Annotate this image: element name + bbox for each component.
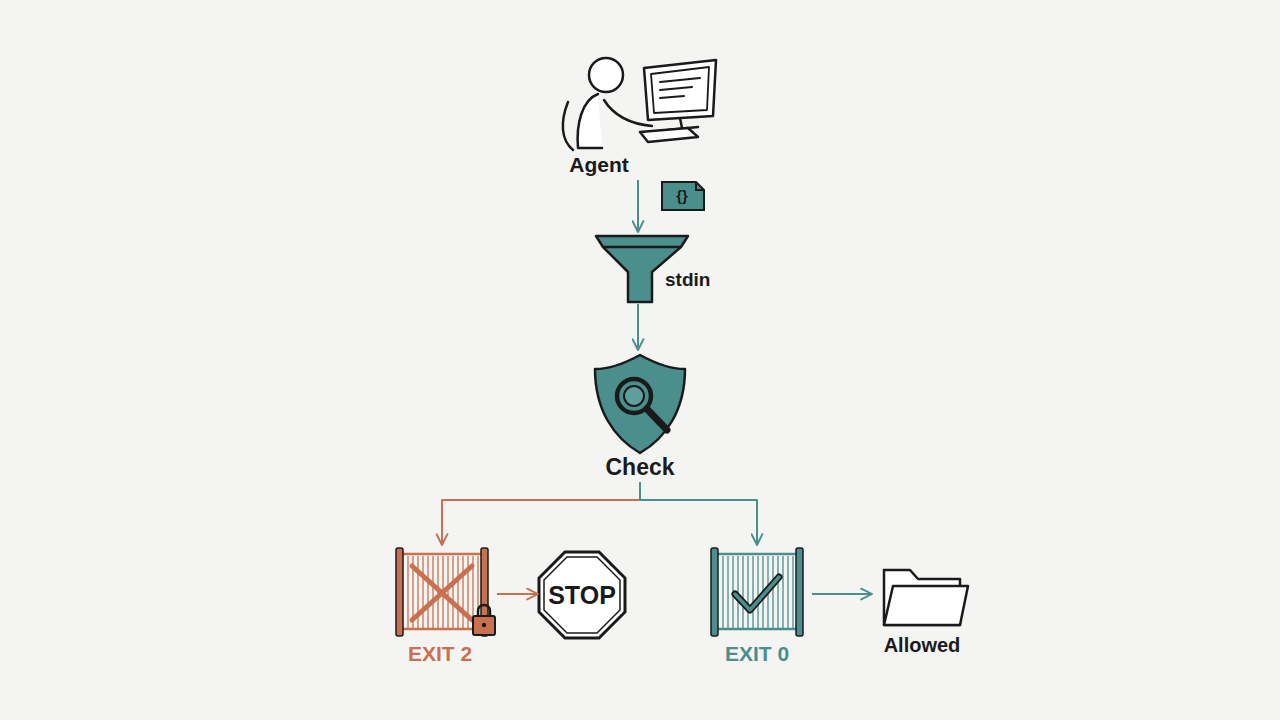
flow-arrow [497,593,538,595]
gate-rail [715,553,799,556]
gate-slat [752,556,753,628]
check-mark [735,577,779,610]
gate-slat [787,556,788,628]
exit-gate: EXIT 0 [702,545,812,670]
flow-arrow [637,180,639,232]
person-head [589,58,623,92]
folder-node: Allowed [872,562,972,660]
gate-slat [782,556,783,628]
check-shield: Check [590,350,690,482]
gate-slat [727,556,728,628]
chair-back [563,102,573,150]
gate-slat [452,556,453,628]
keyboard [640,128,698,142]
open-gate-icon [711,548,803,636]
lock-body [473,616,495,635]
exit-gate: EXIT 2 [387,545,497,670]
gate-slat [757,556,758,628]
shield-icon [595,355,685,453]
gate-post [796,548,803,636]
cross-mark [412,566,472,620]
gate-slat [407,556,408,628]
node-label: Check [590,454,690,482]
monitor [644,60,716,120]
gate-slat [777,556,778,628]
gate-slats [723,556,793,628]
folder-icon [884,570,968,625]
gate-slat [422,556,423,628]
edge-label: {} [662,183,702,209]
flow-arrow [442,482,640,545]
magnifier-handle [647,409,667,430]
json-document-icon [662,182,704,210]
lock-keyhole [482,623,486,627]
screen-line [660,87,692,90]
screen-line [660,96,684,98]
gate-slat [772,556,773,628]
funnel-rim [603,246,681,249]
input-funnel: stdin [592,232,722,304]
gate-slat [447,556,448,628]
stop-octagon [539,552,625,638]
gate-rail [400,553,484,556]
gate-slat [457,556,458,628]
person-body [578,94,602,148]
flow-arrow [640,482,757,545]
screen-line [660,78,700,82]
gate-slats [408,556,478,628]
stop-sign: STOP [538,551,626,639]
magnifier-lens [624,386,644,406]
gate-slat [742,556,743,628]
node-label: EXIT 2 [385,641,495,666]
flow-arrow [637,304,639,350]
gate-slat [462,556,463,628]
shield-shape [595,355,685,453]
gate-post [396,548,403,636]
gate-slat [747,556,748,628]
gate-slat [427,556,428,628]
gate-slat [432,556,433,628]
gate-post [711,548,718,636]
document-shape [662,182,704,210]
node-label: STOP [538,580,626,610]
gate-slat [792,556,793,628]
blocked-gate-icon [396,548,495,636]
node-label: Allowed [872,633,972,657]
document-fold [696,182,704,190]
agent-illustration [563,58,716,150]
folder-front [884,586,968,625]
node-label: EXIT 0 [702,641,812,666]
node-label: Agent [558,152,640,177]
stop-sign-icon [539,552,625,638]
node-label: stdin [665,269,721,292]
monitor-screen [651,67,709,113]
agent-node: Agent [550,48,730,180]
gate-rail [400,628,484,631]
check-mark-outline [735,577,779,610]
gate-slat [722,556,723,628]
gate-rail [715,628,799,631]
person-arm [604,100,652,126]
flow-arrow [812,593,872,595]
